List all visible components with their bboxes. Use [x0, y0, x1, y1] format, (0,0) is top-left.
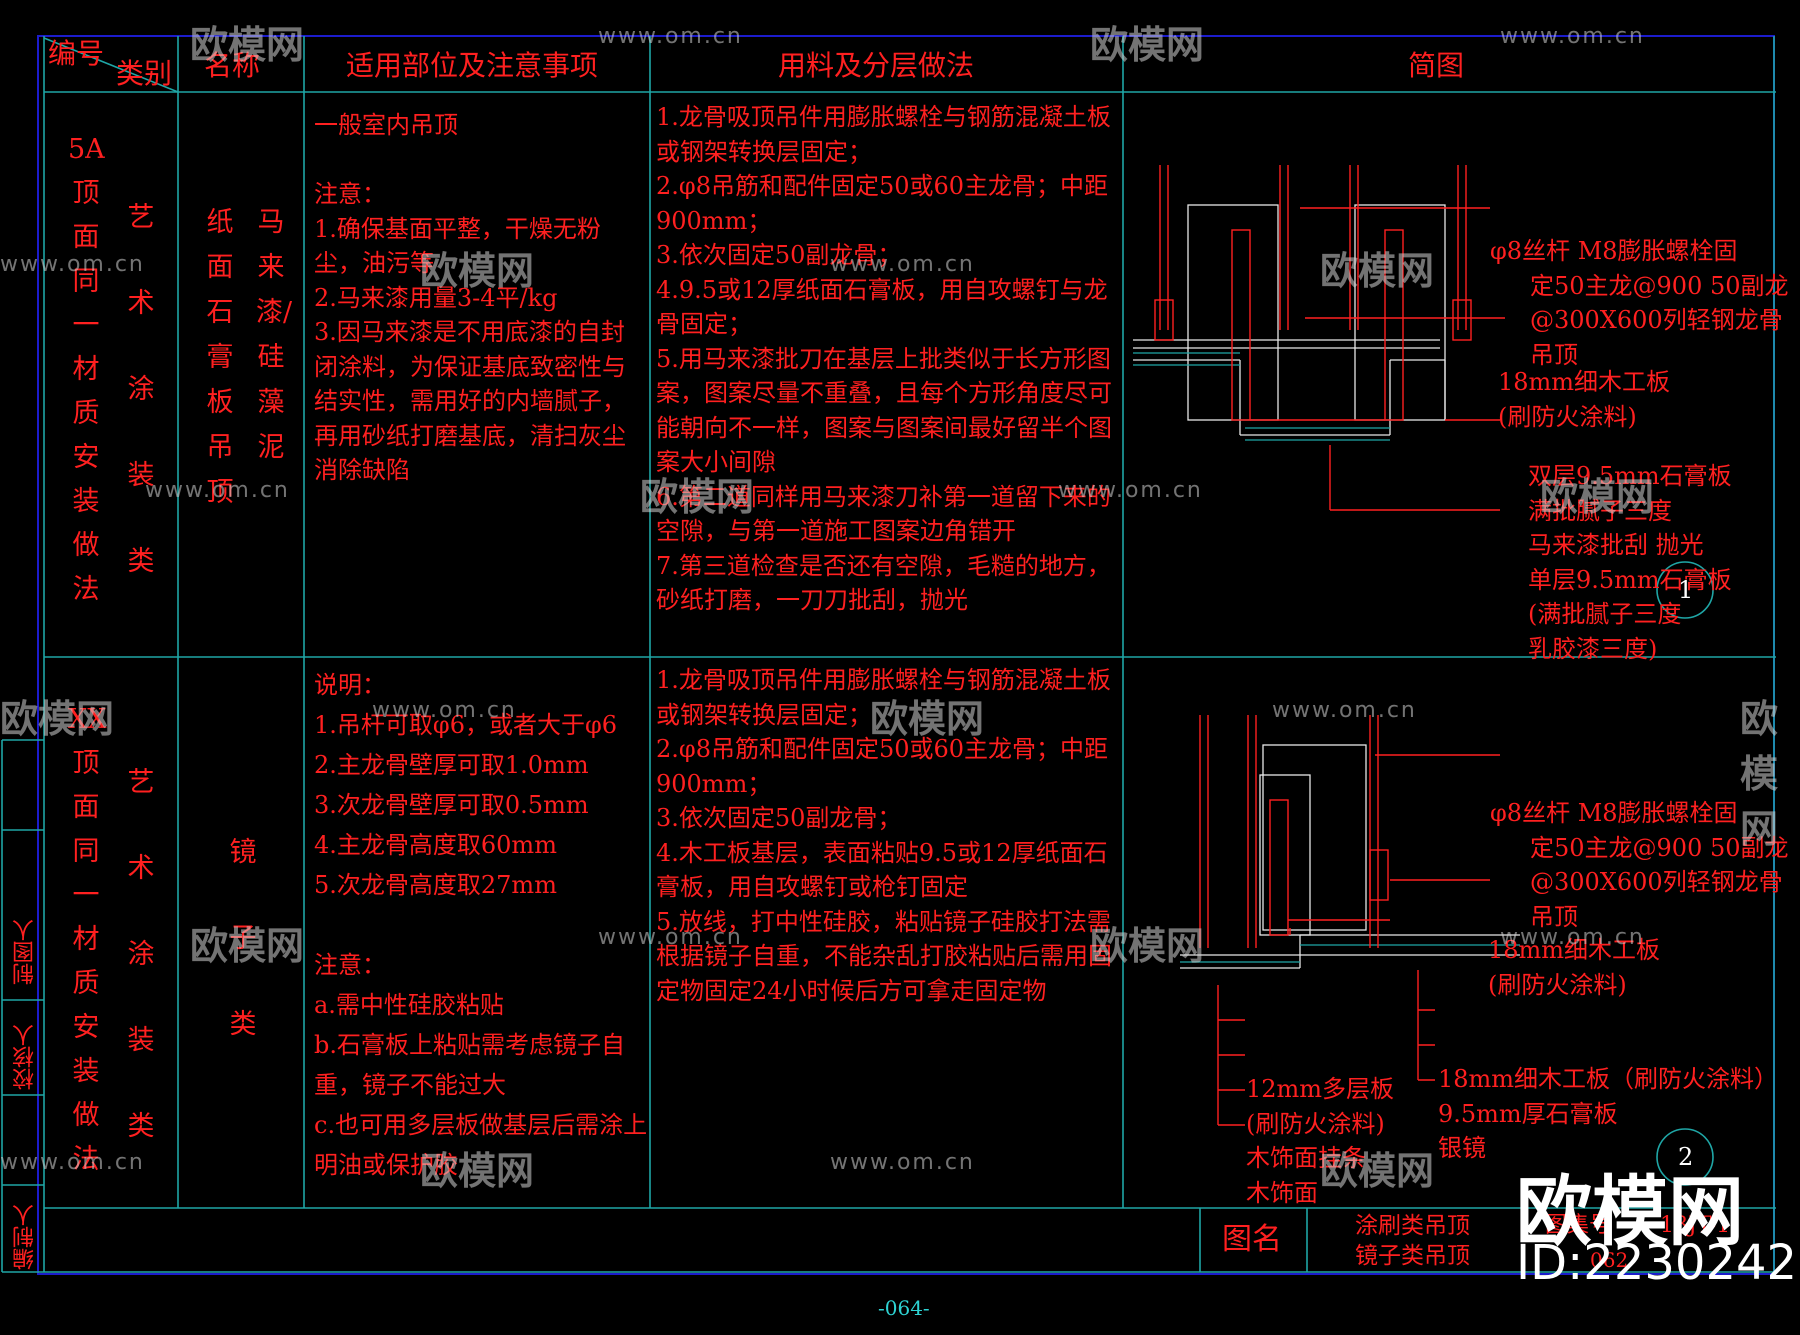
side-label-zhitu: 制图人 — [13, 919, 38, 985]
row1-labels-mid: 18mm细木工板(刷防火涂料) — [1498, 368, 1671, 431]
index-circle-2 — [1656, 1128, 1714, 1186]
watermark-logo: 欧模网 — [190, 924, 305, 968]
row2-labels-mid: 18mm细木工板(刷防火涂料) — [1488, 936, 1661, 999]
watermark-logo: 欧模网 — [1540, 475, 1655, 519]
brand-logo: 欧模网 — [1516, 1167, 1744, 1256]
watermark-url: www.om.cn — [0, 252, 145, 277]
header-mingcheng: 名称 — [204, 49, 261, 82]
diagram-1-red — [1154, 165, 1505, 511]
header-buwei: 适用部位及注意事项 — [346, 49, 599, 82]
row1-method: 1.龙骨吸顶吊件用膨胀螺栓与钢筋混凝土板或钢架转换层固定；2.φ8吊筋和配件固定… — [656, 103, 1112, 614]
title-block-name1: 涂刷类吊顶 — [1355, 1213, 1470, 1239]
watermark-url: www.om.cn — [1272, 698, 1417, 723]
watermark-url: www.om.cn — [598, 925, 743, 950]
diagram-1-teal — [1133, 352, 1390, 441]
watermark-url: www.om.cn — [372, 698, 517, 723]
row2-labels-left: 12mm多层板(刷防火涂料)木饰面挂条木饰面 — [1246, 1075, 1395, 1207]
row1-labels-bottom: 双层9.5mm石膏板满批腻子三度马来漆批刮 抛光单层9.5mm石膏板(满批腻子三… — [1528, 462, 1732, 663]
row1-code: 5A顶面同一材质安装做法 — [68, 134, 105, 605]
side-label-jiaohe: 校核人 — [13, 1024, 38, 1090]
row1-labels-top: φ8丝杆 M8膨胀螺栓固定50主龙@900 50副龙@300X600列轻钢龙骨吊… — [1490, 237, 1789, 369]
header-leibie: 类别 — [116, 57, 173, 90]
diagram-1-white — [1133, 204, 1446, 436]
watermark-logo: 欧模网 — [1320, 1149, 1435, 1193]
watermark-logo: 欧模网 — [1090, 924, 1205, 968]
row1-category: 艺术涂装类 — [127, 202, 155, 577]
watermark-url: www.om.cn — [830, 252, 975, 277]
watermark-logo: 欧模网 — [640, 475, 755, 519]
watermark-url: www.om.cn — [1500, 925, 1645, 950]
diagram-2-red — [1199, 715, 1500, 1126]
row2-labels-top: φ8丝杆 M8膨胀螺栓固定50主龙@900 50副龙@300X600列轻钢龙骨吊… — [1490, 799, 1789, 931]
header-bianhao: 编号 — [48, 37, 105, 70]
row1-name-a: 纸面石膏板吊顶 — [206, 207, 234, 508]
index-circle-1 — [1656, 561, 1714, 619]
row2-category: 艺术涂装类 — [127, 767, 155, 1142]
watermark-url: www.om.cn — [1058, 478, 1203, 503]
diagram-2-teal — [1180, 944, 1520, 963]
watermark-logo: 欧模网 — [420, 1149, 535, 1193]
title-block-code: 13JT-1 — [1660, 1213, 1731, 1238]
watermark-url: www.om.cn — [145, 478, 290, 503]
title-block-name2: 镜子类吊顶 — [1355, 1243, 1470, 1269]
title-block-page-no: 062 — [1590, 1248, 1629, 1272]
brand-id: ID:2230242 — [1516, 1235, 1798, 1291]
watermark-logo: 欧模网 — [1740, 697, 1779, 851]
watermark-logo: 欧模网 — [1090, 23, 1205, 67]
table-grid — [1, 36, 1776, 1273]
header-jiantu: 简图 — [1408, 49, 1465, 82]
watermark-logo: 欧模网 — [0, 697, 115, 741]
header-yongliao: 用料及分层做法 — [778, 49, 975, 82]
row1-index: 1 — [1678, 576, 1694, 604]
row1-name-b: 马来漆/硅藻泥 — [256, 207, 293, 463]
diagram-2-white — [1180, 744, 1520, 969]
row2-labels-right: 18mm细木工板（刷防火涂料）9.5mm厚石膏板银镜 — [1438, 1065, 1779, 1162]
watermark-url: www.om.cn — [598, 24, 743, 49]
watermark-url: www.om.cn — [0, 1150, 145, 1175]
row2-method: 1.龙骨吸顶吊件用膨胀螺栓与钢筋混凝土板或钢架转换层固定；2.φ8吊筋和配件固定… — [656, 666, 1112, 1005]
page-number: -064- — [878, 1296, 930, 1320]
watermark-logo: 欧模网 — [870, 697, 985, 741]
watermark-logo: 欧模网 — [1320, 249, 1435, 293]
watermark-logo: 欧模网 — [420, 249, 535, 293]
side-label-bianzhi: 编制人 — [13, 1204, 38, 1270]
watermark-url: www.om.cn — [1500, 24, 1645, 49]
watermark-url: www.om.cn — [830, 1150, 975, 1175]
watermark-logo: 欧模网 — [190, 23, 305, 67]
title-block-tujihao: 图集号 — [1545, 1213, 1612, 1238]
row2-name: 镜子类 — [229, 837, 257, 1040]
row2-index: 2 — [1678, 1143, 1694, 1171]
row2-code: XX顶面同一材质安装做法 — [68, 704, 107, 1175]
title-block-tuming: 图名 — [1222, 1222, 1282, 1257]
